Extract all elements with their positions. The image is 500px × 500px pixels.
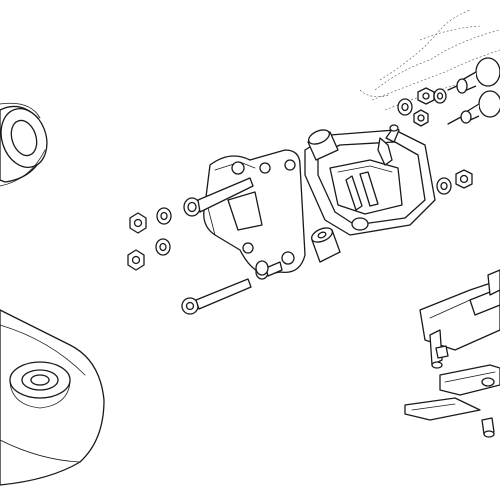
spacer-sleeve (311, 227, 341, 263)
hex-nut (455, 169, 473, 189)
rubber-mount (447, 57, 500, 94)
caliper-bracket (203, 149, 306, 276)
hex-nut (127, 249, 145, 271)
flat-washer (436, 177, 452, 195)
fuel-tank-fragment (0, 309, 105, 486)
flat-washer (155, 238, 171, 256)
flat-washer (156, 207, 172, 225)
long-bolt (183, 177, 254, 217)
spacer-sleeve (307, 129, 339, 161)
hex-nut (129, 212, 147, 234)
flat-washer (397, 98, 413, 116)
bushing-ring (0, 102, 48, 187)
mount-bracket-assembly (404, 269, 500, 438)
brake-caliper (304, 124, 436, 236)
flat-washer (433, 88, 447, 104)
hex-nut (413, 109, 429, 127)
rubber-mount (447, 90, 500, 125)
flat-washer (255, 260, 269, 276)
hex-nut (417, 87, 435, 105)
long-bolt (181, 278, 252, 315)
